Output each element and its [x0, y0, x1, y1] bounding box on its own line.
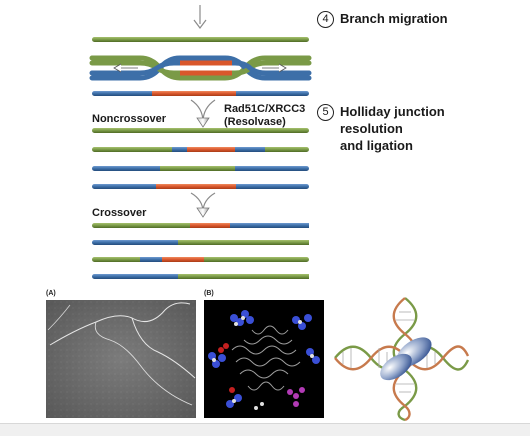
step-5-label: 5 Holliday junction: [317, 104, 445, 122]
down-arrow-icon: [193, 5, 207, 29]
crystal-structure-panel-b: [204, 300, 324, 418]
dna-duplex-green-top: [92, 37, 309, 42]
noncrossover-products: [92, 128, 309, 189]
step-5-number: 5: [317, 104, 334, 122]
step-5-text-3: and ligation: [340, 138, 413, 153]
resolvase-label: Rad51C/XRCC3 (Resolvase): [224, 103, 305, 129]
noncrossover-label: Noncrossover: [92, 113, 166, 125]
crossover-label: Crossover: [92, 207, 147, 219]
split-arrow-icon: [190, 99, 216, 128]
resolvase-role: (Resolvase): [224, 116, 286, 128]
footer-bar: [0, 423, 530, 436]
holliday-junction-illustration: [334, 297, 470, 422]
step-5-text-2: resolution: [340, 121, 403, 136]
crossover-products: [92, 223, 309, 279]
panel-b-label: (B): [204, 290, 214, 297]
step-5-text-1: Holliday junction: [340, 104, 445, 119]
dna-duplex-blue-orange: [92, 91, 309, 96]
split-arrow-icon-2: [190, 192, 216, 218]
step-4-number: 4: [317, 11, 334, 29]
resolvase-name: Rad51C/XRCC3: [224, 103, 306, 115]
right-arrow-icon: [262, 63, 287, 73]
branch-migration-structure: [89, 55, 312, 81]
step-4-label: 4 Branch migration: [317, 11, 448, 29]
left-arrow-icon: [113, 63, 138, 73]
panel-a-label: (A): [46, 290, 56, 297]
step-4-text: Branch migration: [340, 11, 448, 26]
micrograph-panel-a: [46, 300, 196, 418]
